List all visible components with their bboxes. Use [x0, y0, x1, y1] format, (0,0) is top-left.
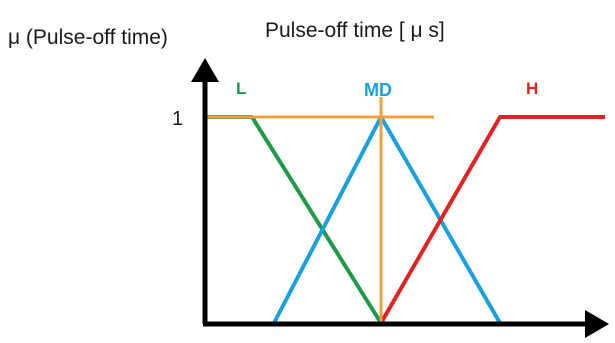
x-axis-title: Pulse-off time [ μ s]	[265, 19, 445, 42]
membership-curve-h	[379, 115, 605, 325]
set-label-l: L	[236, 79, 246, 98]
y-axis-label: μ (Pulse-off time)	[8, 26, 168, 49]
y-axis-arrow-icon	[191, 58, 219, 82]
y-tick-label-1: 1	[172, 108, 183, 130]
x-axis-arrow-icon	[585, 310, 609, 338]
set-label-md: MD	[364, 80, 392, 100]
set-label-h: H	[526, 79, 538, 98]
membership-curve-md	[272, 115, 502, 325]
